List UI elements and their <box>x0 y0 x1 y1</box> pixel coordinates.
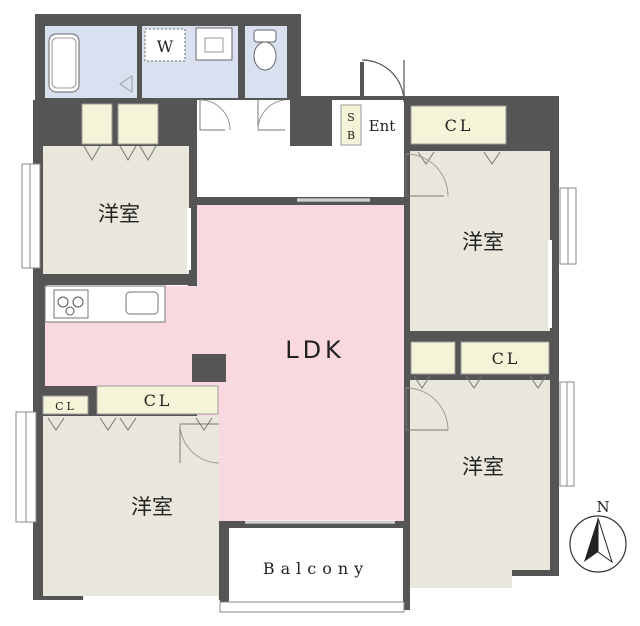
closet-right-bottom-label: CL <box>492 349 521 368</box>
washer-label: W <box>157 37 174 56</box>
balcony: Balcony <box>219 520 405 613</box>
entrance-area: S B Ent <box>340 59 405 146</box>
entrance-label: Ent <box>369 117 396 135</box>
closet-right-bottom-a <box>410 341 456 375</box>
toilet <box>253 29 277 43</box>
closet-right-bottom <box>460 341 550 375</box>
kitchen <box>44 285 191 386</box>
bedroom-bottom-left: CL CL 洋室 <box>15 385 220 600</box>
shoe-box-label-b: B <box>347 129 355 142</box>
balcony-label: Balcony <box>263 559 369 578</box>
bedroom-right-bottom-label: 洋室 <box>462 455 504 479</box>
bedroom-right-top: CL 洋室 <box>405 105 577 331</box>
ldk-label: LDK <box>285 336 345 364</box>
bedroom-bottom-left-label: 洋室 <box>131 495 173 519</box>
washbasin <box>195 27 233 61</box>
ldk: LDK <box>186 198 404 521</box>
bathtub <box>48 33 80 93</box>
bedroom-top-left-label: 洋室 <box>98 202 140 226</box>
closet-top-left-b <box>117 103 159 145</box>
north-arrow-icon <box>584 518 598 562</box>
bedroom-right-bottom: CL 洋室 <box>405 341 575 598</box>
bedroom-top-left: 洋室 <box>21 103 191 274</box>
closet-bottom-left <box>96 385 219 415</box>
closet-bottom-left-label: CL <box>144 391 173 410</box>
north-label: N <box>596 498 609 516</box>
closet-top-left-a <box>81 103 113 145</box>
north-compass: N <box>569 498 627 573</box>
shoe-box <box>340 104 362 146</box>
closet-right-top <box>410 105 507 145</box>
sink <box>125 291 159 315</box>
shoe-box-label-s: S <box>347 111 355 124</box>
closet-bottom-left-small-label: CL <box>55 400 77 413</box>
washer-space <box>144 28 186 62</box>
wet-area: W <box>45 26 287 98</box>
stove <box>53 289 89 319</box>
bedroom-right-top-label: 洋室 <box>462 230 504 254</box>
closet-right-top-label: CL <box>445 116 474 135</box>
